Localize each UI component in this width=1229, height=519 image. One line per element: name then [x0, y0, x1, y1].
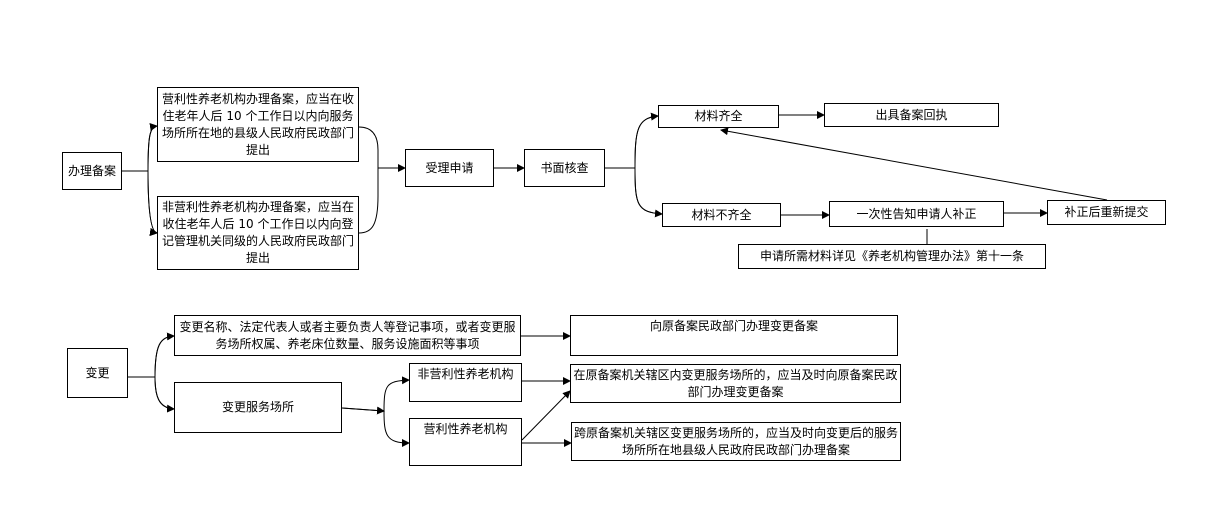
receipt-box: 出具备案回执	[824, 103, 999, 127]
within-area-box: 在原备案机关辖区内变更服务场所的，应当及时向原备案民政部门办理变更备案	[570, 364, 901, 403]
change-box: 变更	[67, 348, 128, 398]
connector-forprofit-within	[521, 390, 571, 441]
change-items-text: 变更名称、法定代表人或者主要负责人等登记事项，或者变更服务场所权属、养老床位数量…	[179, 319, 516, 351]
forprofit-label: 营利性养老机构	[423, 422, 508, 436]
connector-resubmit-complete	[720, 127, 1108, 201]
change-site-label: 变更服务场所	[221, 400, 294, 414]
accept-label: 受理申请	[425, 160, 474, 175]
change-items-target-box: 向原备案民政部门办理变更备案	[570, 315, 898, 356]
materials-note-box: 申请所需材料详见《养老机构管理办法》第十一条	[738, 244, 1046, 269]
nonprofit-label: 非营利性养老机构	[417, 367, 514, 381]
materials-note-label: 申请所需材料详见《养老机构管理办法》第十一条	[759, 249, 1024, 263]
cross-area-text: 跨原备案机关辖区变更服务场所的，应当及时向变更后的服务场所所在地县级人民政府民政…	[574, 425, 899, 457]
forprofit-rule-box: 营利性养老机构办理备案，应当在收住老年人后 10 个工作日以内向服务场所所在地的…	[157, 87, 359, 162]
connector-change-bracket	[128, 335, 175, 410]
complete-box: 材料齐全	[658, 105, 779, 128]
review-box: 书面核查	[524, 149, 605, 187]
forprofit-rule-text: 营利性养老机构办理备案，应当在收住老年人后 10 个工作日以内向服务场所所在地的…	[161, 91, 354, 157]
within-area-text: 在原备案机关辖区内变更服务场所的，应当及时向原备案民政部门办理变更备案	[573, 367, 898, 399]
change-items-target-text: 向原备案民政部门办理变更备案	[649, 319, 818, 333]
forprofit-box: 营利性养老机构	[409, 418, 522, 466]
nonprofit-rule-text: 非营利性养老机构办理备案，应当在收住老年人后 10 个工作日以内向登记管理机关同…	[161, 200, 354, 265]
register-box: 办理备案	[62, 152, 122, 190]
incomplete-box: 材料不齐全	[662, 203, 781, 227]
complete-label: 材料齐全	[694, 109, 743, 123]
connector-rules-merge	[358, 126, 379, 234]
review-label: 书面核查	[540, 160, 589, 175]
connector-register-bracket	[122, 125, 157, 233]
nonprofit-rule-box: 非营利性养老机构办理备案，应当在收住老年人后 10 个工作日以内向登记管理机关同…	[157, 196, 359, 270]
notify-once-label: 一次性告知申请人补正	[856, 206, 977, 221]
nonprofit-box: 非营利性养老机构	[409, 363, 522, 402]
register-label: 办理备案	[67, 163, 116, 178]
connector-review-split	[605, 115, 663, 215]
resubmit-box: 补正后重新提交	[1047, 200, 1166, 225]
receipt-label: 出具备案回执	[875, 107, 948, 122]
change-site-box: 变更服务场所	[174, 382, 342, 433]
change-label: 变更	[85, 365, 110, 380]
cross-area-box: 跨原备案机关辖区变更服务场所的，应当及时向变更后的服务场所所在地县级人民政府民政…	[571, 422, 901, 461]
notify-once-box: 一次性告知申请人补正	[829, 201, 1004, 227]
incomplete-label: 材料不齐全	[691, 207, 752, 222]
change-items-box: 变更名称、法定代表人或者主要负责人等登记事项，或者变更服务场所权属、养老床位数量…	[174, 315, 521, 356]
accept-box: 受理申请	[405, 149, 494, 187]
resubmit-label: 补正后重新提交	[1064, 205, 1149, 219]
